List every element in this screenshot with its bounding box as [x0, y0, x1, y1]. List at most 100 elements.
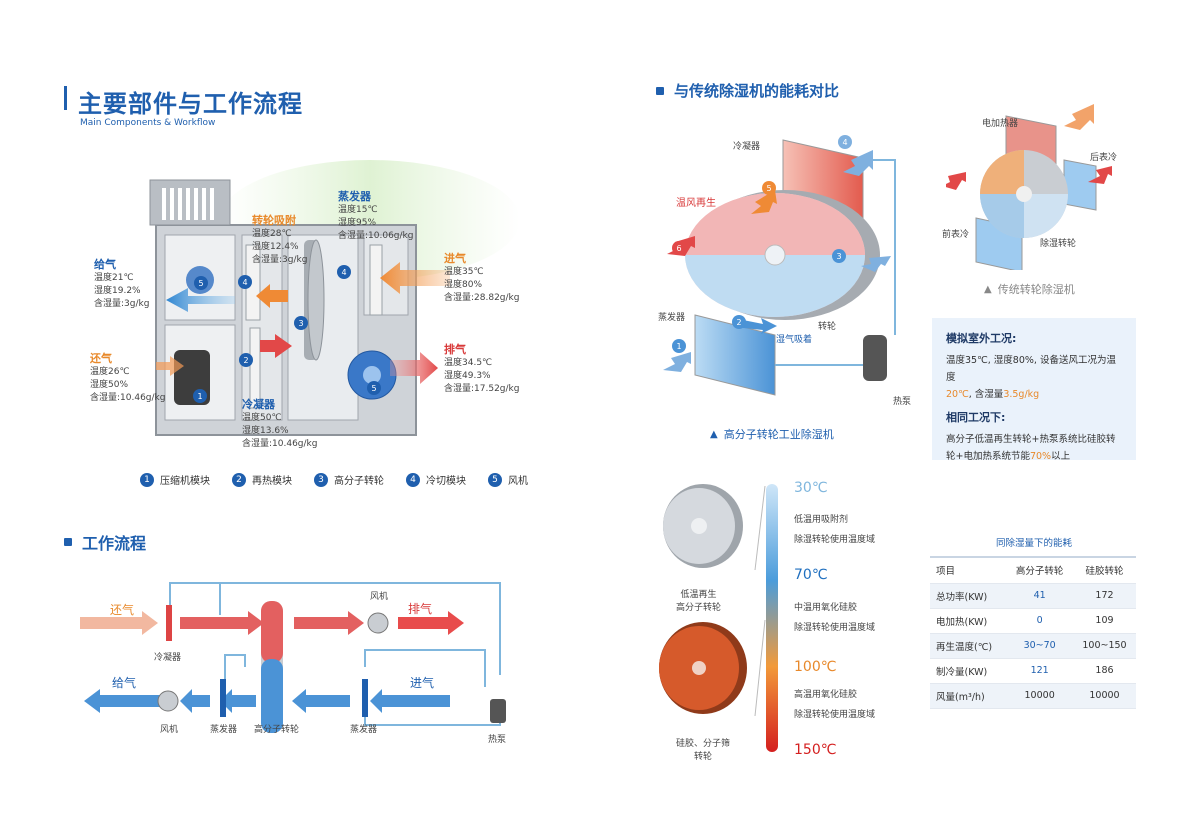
temp-30-desc-b: 除湿转轮使用温度域: [794, 535, 876, 545]
evaporator-title: 蒸发器: [338, 190, 371, 203]
wf-supply-label: 给气: [112, 676, 137, 690]
fan-icon: [367, 612, 389, 634]
temp-70: 70℃: [794, 567, 828, 583]
return-line: 含湿量:10.46g/kg: [90, 393, 166, 403]
svg-text:3: 3: [836, 252, 841, 261]
temp-100-desc-a: 高温用氧化硅胶: [794, 690, 858, 700]
supply-title: 给气: [94, 258, 116, 271]
temp-70-desc-b: 除湿转轮使用温度域: [794, 623, 876, 633]
temperature-bar: [766, 484, 778, 752]
wf-evap-right-label: 蒸发器: [350, 725, 378, 735]
note-text-1b: 20℃, 含湿量3.5g/kg: [946, 389, 1040, 400]
temp-100: 100℃: [794, 659, 837, 675]
workflow-diagram: [80, 582, 506, 733]
trad-heater-label: 电加热器: [982, 119, 1019, 129]
condition-note-box: 模拟室外工况: 温度35℃, 湿度80%, 设备送风工况为温度 20℃, 含湿量…: [932, 318, 1136, 462]
comparison-title: 与传统除湿机的能耗对比: [674, 82, 840, 100]
note-text-2a: 高分子低温再生转轮+热泵系统比硅胶转: [946, 434, 1116, 445]
svg-text:5: 5: [766, 184, 771, 193]
rotor-adsorb-line: 湿度12.4%: [252, 242, 299, 252]
svg-text:1: 1: [676, 342, 681, 351]
cmp-moist-adsorb-label: 湿气吸着: [776, 335, 813, 345]
comparison-heading: 与传统除湿机的能耗对比: [656, 80, 839, 101]
evaporator-line: 温度15℃: [338, 205, 378, 215]
temp-70-desc-a: 中温用氧化硅胶: [794, 603, 858, 613]
polymer-rotor-diagram: 4 5 6 3 2 1: [663, 135, 896, 396]
svg-text:4: 4: [341, 268, 346, 277]
svg-text:4: 4: [842, 138, 847, 147]
temp-30-desc-a: 低温用吸附剂: [794, 515, 849, 525]
supply-label-group: 给气 温度21℃ 湿度19.2% 含湿量:3g/kg: [94, 256, 149, 311]
intake-title: 进气: [444, 252, 466, 265]
cmp-rotor-label: 转轮: [818, 322, 837, 332]
heat-pump-icon: [863, 335, 887, 381]
temp-150: 150℃: [794, 742, 837, 758]
heat-pump-icon: [490, 699, 506, 723]
exhaust-line: 温度34.5℃: [444, 358, 493, 368]
section-bullet: [656, 86, 664, 95]
svg-text:1: 1: [197, 392, 202, 401]
wf-intake-label: 进气: [410, 676, 435, 690]
condenser-line: 含湿量:10.46g/kg: [242, 439, 318, 449]
svg-text:5: 5: [198, 279, 203, 288]
table-header-row: 项目 高分子转轮 硅胶转轮: [930, 558, 1136, 584]
svg-text:5: 5: [371, 384, 376, 393]
wf-rotor-label: 高分子转轮: [254, 725, 300, 735]
trad-caption: ▲ 传统转轮除湿机: [984, 283, 1075, 296]
section-bullet: [64, 538, 72, 546]
exhaust-line: 湿度49.3%: [444, 371, 491, 381]
svg-text:4: 4: [242, 278, 247, 287]
condenser-line: 湿度13.6%: [242, 426, 289, 436]
svg-text:2: 2: [243, 356, 248, 365]
workflow-title: 工作流程: [82, 534, 147, 553]
traditional-rotor-diagram: [946, 104, 1112, 270]
cmp-caption: ▲ 高分子转轮工业除湿机: [710, 428, 834, 441]
return-line: 温度26℃: [90, 367, 130, 377]
exhaust-line: 含湿量:17.52g/kg: [444, 384, 520, 394]
rotor-wheel-images: [659, 484, 766, 717]
svg-text:3: 3: [298, 319, 303, 328]
condenser-title: 冷凝器: [242, 398, 275, 411]
cmp-warm-regen-label: 温风再生: [676, 198, 716, 209]
supply-line: 含湿量:3g/kg: [94, 299, 150, 309]
wf-evap-left-label: 蒸发器: [210, 725, 238, 735]
evaporator-line: 含湿量:10.06g/kg: [338, 231, 414, 241]
intake-line: 温度35℃: [444, 267, 484, 277]
unit-diagram: 1 2 3 4 4 5 5: [149, 160, 520, 436]
fan-icon: [157, 690, 179, 712]
trad-aftercool-label: 后表冷: [1090, 153, 1118, 163]
wheel1-label: 低温再生高分子转轮: [676, 590, 722, 613]
evaporator-label-group: 蒸发器 温度15℃ 湿度95% 含湿量:10.06g/kg: [338, 188, 413, 243]
wf-fan-top-label: 风机: [370, 592, 389, 602]
supply-line: 温度21℃: [94, 273, 134, 283]
intake-line: 含湿量:28.82g/kg: [444, 293, 520, 303]
intake-label-group: 进气 温度35℃ 湿度80% 含湿量:28.82g/kg: [444, 250, 519, 305]
supply-line: 湿度19.2%: [94, 286, 141, 296]
wf-heat-pump-label: 热泵: [488, 735, 507, 745]
energy-table-title: 同除湿量下的能耗: [996, 538, 1073, 549]
wf-return-label: 还气: [110, 603, 135, 617]
condenser-line: 温度50℃: [242, 413, 282, 423]
return-title: 还气: [90, 352, 112, 365]
page-subtitle: Main Components & Workflow: [80, 118, 216, 128]
wheel2-label: 硅胶、分子筛转轮: [676, 739, 731, 762]
note-text-1a: 温度35℃, 湿度80%, 设备送风工况为温度: [946, 355, 1116, 383]
rotor-adsorb-line: 温度28℃: [252, 229, 292, 239]
rotor-adsorb-title: 转轮吸附: [252, 214, 296, 227]
trad-precool-label: 前表冷: [942, 230, 970, 240]
exhaust-title: 排气: [444, 343, 466, 356]
condenser-label-group: 冷凝器 温度50℃ 湿度13.6% 含湿量:10.46g/kg: [242, 396, 317, 451]
rotor-adsorb-label-group: 转轮吸附 温度28℃ 湿度12.4% 含湿量:3g/kg: [252, 212, 307, 267]
temp-100-desc-b: 除湿转轮使用温度域: [794, 710, 876, 720]
svg-text:2: 2: [736, 318, 741, 327]
